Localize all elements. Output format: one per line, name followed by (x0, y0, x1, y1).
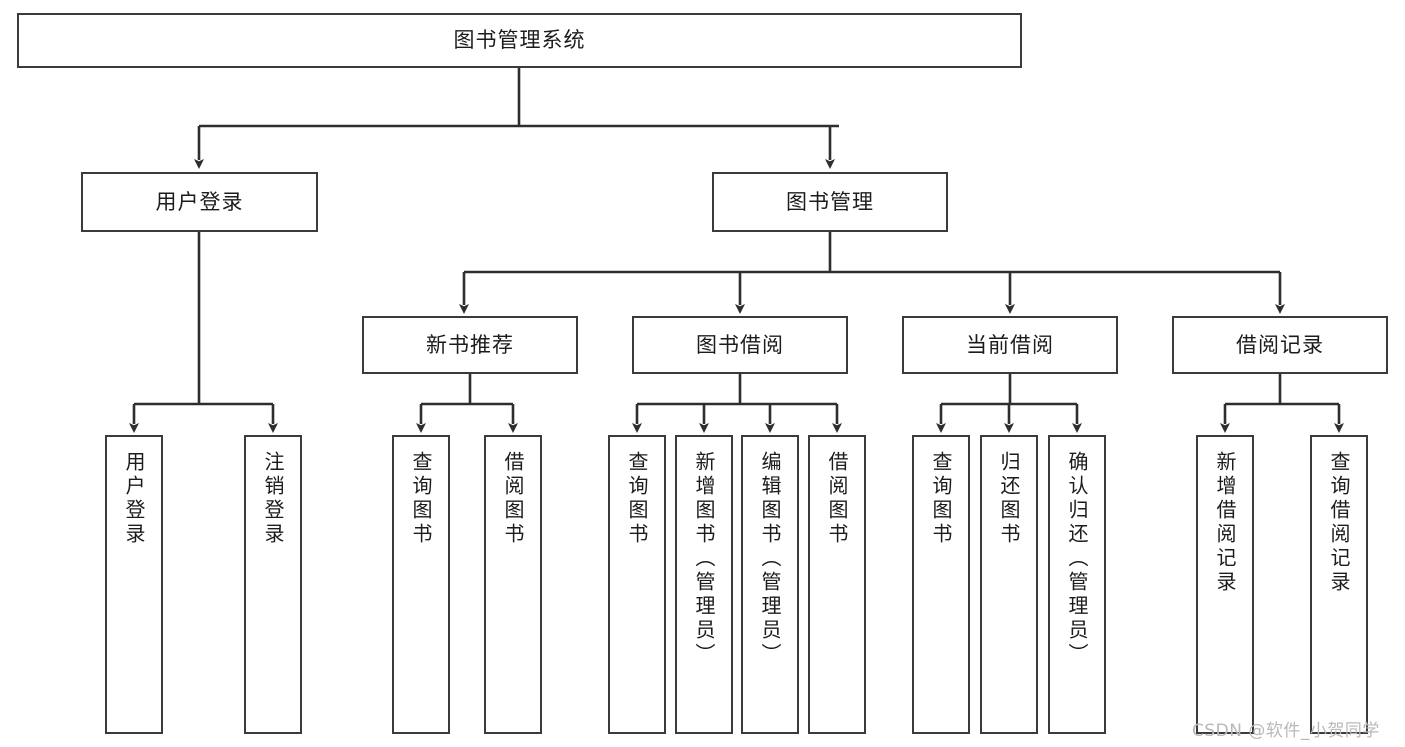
node-leaf-edit-book[interactable]: 编辑图书（管理员） (741, 435, 799, 734)
node-current-borrow[interactable]: 当前借阅 (902, 316, 1118, 374)
node-leaf-user-login-label: 用户登录 (122, 451, 146, 547)
node-leaf-return-book-label: 归还图书 (997, 451, 1021, 547)
node-book-manage-label: 图书管理 (786, 189, 874, 214)
node-book-manage[interactable]: 图书管理 (712, 172, 948, 232)
node-leaf-add-book-label: 新增图书（管理员） (692, 451, 716, 667)
node-borrow-record[interactable]: 借阅记录 (1172, 316, 1388, 374)
node-root-label: 图书管理系统 (453, 28, 586, 53)
node-book-borrow[interactable]: 图书借阅 (632, 316, 848, 374)
node-current-borrow-label: 当前借阅 (966, 332, 1054, 357)
node-leaf-return-book[interactable]: 归还图书 (980, 435, 1038, 734)
node-leaf-borrow-book-label: 借阅图书 (825, 451, 849, 547)
node-user-login-label: 用户登录 (155, 189, 244, 214)
node-leaf-query-book-cur[interactable]: 查询图书 (912, 435, 970, 734)
node-leaf-borrow-book[interactable]: 借阅图书 (808, 435, 866, 734)
node-new-book-rec-label: 新书推荐 (426, 332, 514, 357)
node-leaf-logout[interactable]: 注销登录 (244, 435, 302, 734)
node-leaf-add-record[interactable]: 新增借阅记录 (1196, 435, 1254, 734)
node-leaf-query-book-rec[interactable]: 查询图书 (392, 435, 450, 734)
node-borrow-record-label: 借阅记录 (1236, 332, 1324, 357)
node-leaf-query-book[interactable]: 查询图书 (608, 435, 666, 734)
node-leaf-query-book-rec-label: 查询图书 (409, 451, 433, 547)
node-leaf-add-record-label: 新增借阅记录 (1213, 451, 1237, 595)
node-leaf-user-login[interactable]: 用户登录 (105, 435, 163, 734)
node-leaf-edit-book-label: 编辑图书（管理员） (758, 451, 782, 667)
node-leaf-query-book-label: 查询图书 (625, 451, 649, 547)
node-leaf-borrow-book-rec[interactable]: 借阅图书 (484, 435, 542, 734)
node-leaf-logout-label: 注销登录 (261, 451, 285, 547)
node-new-book-rec[interactable]: 新书推荐 (362, 316, 578, 374)
node-leaf-borrow-book-rec-label: 借阅图书 (501, 451, 525, 547)
node-user-login[interactable]: 用户登录 (81, 172, 318, 232)
node-leaf-query-record[interactable]: 查询借阅记录 (1310, 435, 1368, 734)
node-leaf-confirm-return[interactable]: 确认归还（管理员） (1048, 435, 1106, 734)
node-leaf-query-record-label: 查询借阅记录 (1327, 451, 1351, 595)
node-leaf-query-book-cur-label: 查询图书 (929, 451, 953, 547)
node-leaf-confirm-return-label: 确认归还（管理员） (1065, 451, 1089, 667)
node-book-borrow-label: 图书借阅 (696, 332, 784, 357)
node-leaf-add-book[interactable]: 新增图书（管理员） (675, 435, 733, 734)
node-root[interactable]: 图书管理系统 (17, 13, 1022, 68)
